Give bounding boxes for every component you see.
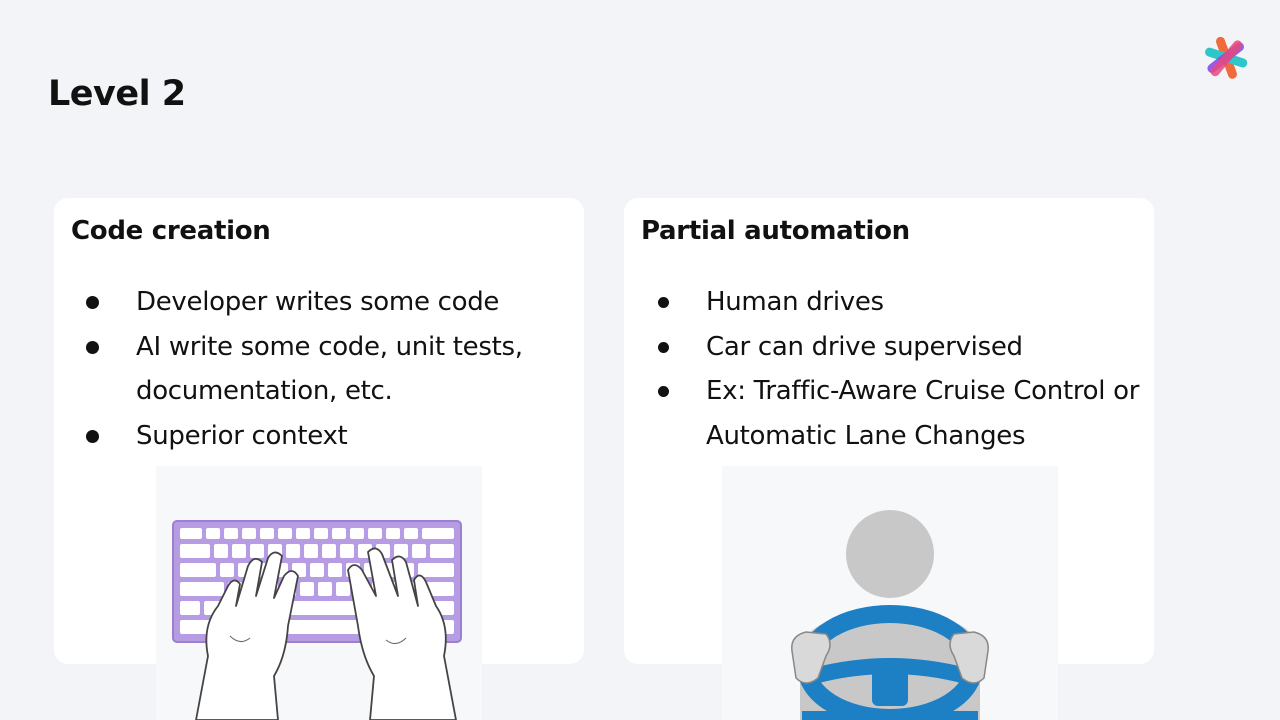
bullet-text: Human drives xyxy=(706,287,884,317)
bullet-icon xyxy=(658,341,669,353)
driver-steering-wheel-icon xyxy=(722,466,1058,720)
bullet-text: AI write some code, unit tests, document… xyxy=(136,331,523,407)
list-item: Human drives xyxy=(624,280,1154,325)
bullet-text: Car can drive supervised xyxy=(706,331,1023,362)
bullet-icon xyxy=(86,429,99,443)
list-item: Superior context xyxy=(54,414,584,459)
card-heading: Partial automation xyxy=(641,216,910,246)
list-item: Ex: Traffic-Aware Cruise Control or Auto… xyxy=(624,369,1154,458)
card-heading: Code creation xyxy=(71,216,271,246)
bullet-icon xyxy=(658,386,669,397)
slide-title: Level 2 xyxy=(48,74,186,114)
bullet-text: Ex: Traffic-Aware Cruise Control or Auto… xyxy=(706,376,1140,451)
bullet-text: Superior context xyxy=(136,420,348,451)
keyboard-typing-hands-icon xyxy=(156,466,482,720)
bullet-icon xyxy=(658,297,669,308)
asterisk-logo-icon xyxy=(1200,32,1252,84)
list-item: Car can drive supervised xyxy=(624,325,1154,370)
bullet-text: Developer writes some code xyxy=(136,287,500,317)
bullet-icon xyxy=(86,296,99,309)
list-item: AI write some code, unit tests, document… xyxy=(54,325,584,414)
code-creation-card: Code creation Developer writes some code… xyxy=(54,198,584,664)
list-item: Developer writes some code xyxy=(54,280,584,325)
bullet-icon xyxy=(86,340,99,354)
bullet-list: Developer writes some code AI write some… xyxy=(54,280,584,458)
bullet-list: Human drives Car can drive supervised Ex… xyxy=(624,280,1154,458)
